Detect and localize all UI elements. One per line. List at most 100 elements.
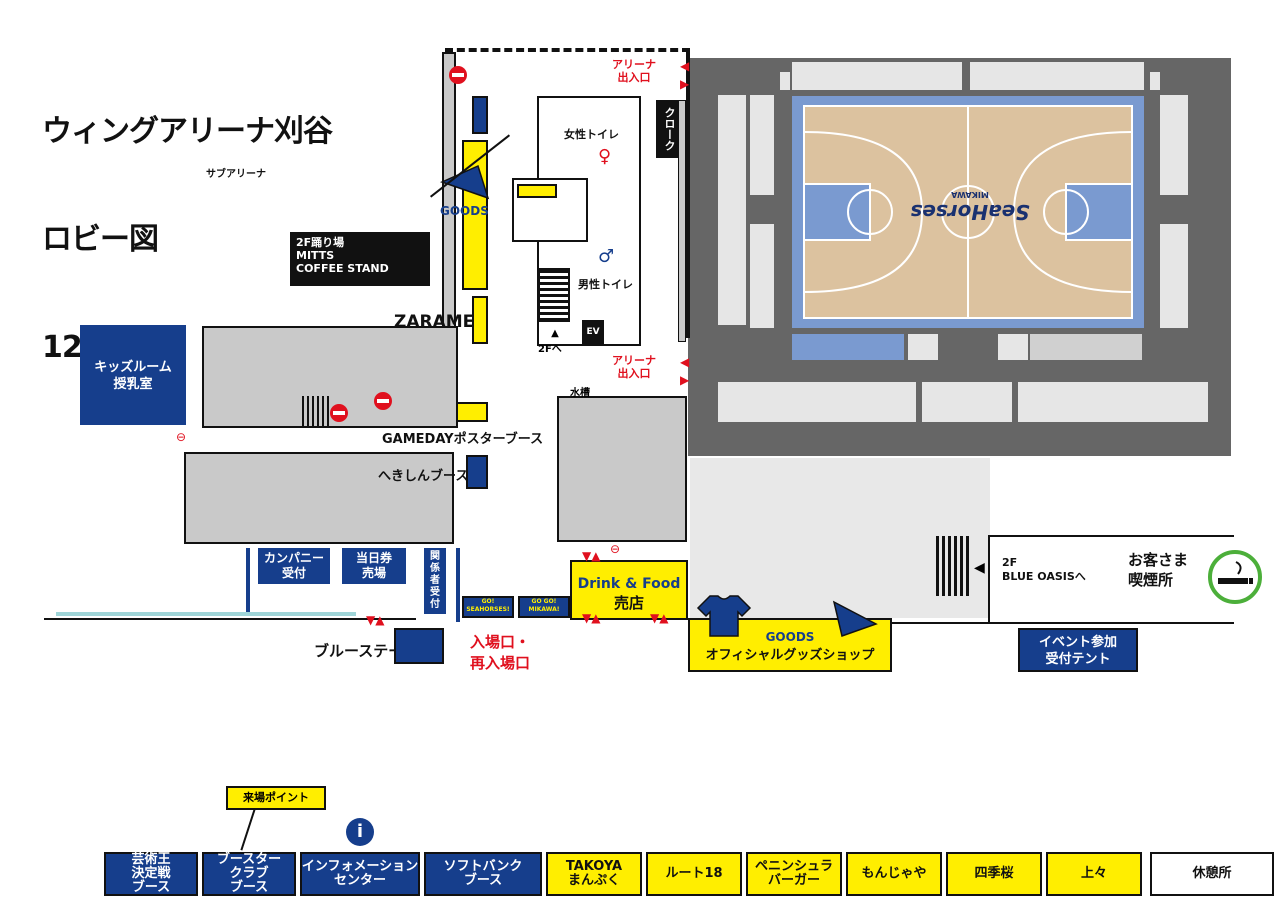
arrow-icon: ▼▲	[366, 613, 385, 627]
legend-item: 休憩所	[1150, 852, 1274, 896]
glass-wall	[56, 612, 356, 616]
booth	[472, 96, 488, 134]
drink-food-stall: Drink & Food 売店	[570, 560, 688, 620]
go-mikawa-banner: GO GO! MIKAWA!	[518, 596, 570, 618]
smoking-icon	[1208, 550, 1262, 604]
arrow-icon: ◀	[680, 59, 690, 73]
legend-item: ブースター クラブ ブース	[202, 852, 296, 896]
gameday-poster-label: GAMEDAYポスターブース	[382, 432, 544, 447]
drink-food-en: Drink & Food	[577, 576, 681, 592]
seat-block	[998, 334, 1028, 360]
no-entry-icon	[330, 404, 348, 422]
seat-block	[792, 334, 904, 360]
seat-block	[1150, 72, 1160, 90]
cloak: クローク	[656, 100, 682, 158]
goods-small-label: GOODS	[440, 204, 489, 218]
kids-room: キッズルーム 授乳室	[80, 325, 186, 425]
seat-block	[922, 382, 1012, 422]
legend-item: 四季桜	[946, 852, 1042, 896]
blue-stage-label: ブルーステージ	[314, 642, 418, 660]
seat-block	[718, 95, 746, 325]
arrow-icon: ▶	[680, 77, 690, 91]
legend-item: ペニンシュラ バーガー	[746, 852, 842, 896]
staff-reception: 関 係 者 受 付	[424, 548, 446, 614]
no-entry-icon: ⊖	[610, 542, 621, 556]
callout-line	[240, 808, 256, 851]
counter-line	[456, 548, 460, 622]
legend-item: 芸術王 決定戦 ブース	[104, 852, 198, 896]
legend-item: 上々	[1046, 852, 1142, 896]
seat-block	[908, 334, 938, 360]
seat-block	[792, 62, 962, 90]
title-line1: ウィングアリーナ刈谷	[42, 114, 333, 149]
seat-block	[750, 95, 774, 195]
goods-booth	[462, 140, 488, 290]
water-tank-label: 水槽	[570, 388, 590, 399]
hekishin-label: へきしんブース	[378, 469, 469, 484]
to-2f-label: 2Fへ	[538, 344, 562, 355]
counter-line	[246, 548, 250, 614]
legend-item: ソフトバンク ブース	[424, 852, 542, 896]
court-logo-sub: MIKAWA	[951, 190, 989, 199]
men-toilet-label: 男性トイレ	[578, 278, 633, 291]
info-icon: i	[346, 818, 374, 846]
seat-block	[1018, 382, 1208, 422]
arrow-icon: ▼▲	[582, 549, 601, 563]
legend-item: TAKOYA まんぷく	[546, 852, 642, 896]
company-reception: カンパニー 受付	[258, 548, 330, 584]
seat-block	[1160, 224, 1188, 328]
mitts-coffee-label: 2F踊り場 MITTS COFFEE STAND	[290, 232, 430, 286]
elevator: EV	[582, 320, 604, 344]
hekishin-booth	[466, 455, 488, 489]
title-line2: ロビー図	[42, 222, 159, 257]
drink-food-jp: 売店	[613, 594, 644, 612]
goods-shop-en: GOODS	[765, 630, 815, 644]
left-arrow-icon: ◀	[974, 560, 985, 576]
tshirt-icon	[696, 595, 752, 637]
woman-icon: ♀	[598, 146, 612, 167]
wall-line	[890, 622, 1234, 624]
no-entry-icon: ⊖	[176, 430, 187, 444]
corridor	[678, 100, 686, 342]
seat-block	[718, 382, 916, 422]
blue-stage	[394, 628, 444, 664]
basketball-court	[792, 96, 1144, 328]
goods-shop-jp: オフィシャルグッズショップ	[705, 648, 875, 663]
seat-block	[750, 224, 774, 328]
legend-bar: 芸術王 決定戦 ブース ブースター クラブ ブース インフォメーション センター…	[104, 852, 1276, 896]
arena-entrance-mid: アリーナ 出入口	[612, 354, 656, 380]
wall-line	[990, 535, 1234, 537]
man-icon: ♂	[598, 246, 615, 267]
entrance-label: 入場口・ 再入場口	[470, 633, 531, 672]
same-day-ticket: 当日券 売場	[342, 548, 406, 584]
arena-entrance-top: アリーナ 出入口	[612, 58, 656, 84]
coffee-stand	[517, 184, 557, 198]
gameday-poster-booth	[456, 402, 488, 422]
no-entry-icon	[374, 392, 392, 410]
water-tank-room	[557, 396, 687, 542]
arrow-icon: ◀	[680, 355, 690, 369]
seat-block	[970, 62, 1144, 90]
arrow-icon: ▼▲	[650, 611, 669, 625]
stairs	[538, 268, 570, 322]
arrow-icon: ▶	[680, 373, 690, 387]
callout-label: 来場ポイント	[226, 786, 326, 810]
stairs	[936, 536, 972, 596]
seat-block	[1160, 95, 1188, 195]
event-tent: イベント参加 受付テント	[1018, 628, 1138, 672]
wall-line	[686, 48, 690, 338]
legend-item: もんじゃや	[846, 852, 942, 896]
stairs	[302, 396, 332, 426]
seat-block	[780, 72, 790, 90]
up-arrow-icon: ▲	[551, 328, 559, 339]
blue-oasis-label: 2F BLUE OASISへ	[1002, 556, 1086, 583]
arrow-icon: ▼▲	[582, 611, 601, 625]
sub-arena-label: サブアリーナ	[206, 169, 266, 180]
wall-line	[44, 618, 416, 620]
wall-line	[988, 535, 990, 623]
go-seahorses-banner: GO! SEAHORSES!	[462, 596, 514, 618]
booth	[472, 296, 488, 344]
no-entry-icon	[449, 66, 467, 84]
seat-block	[1030, 334, 1142, 360]
legend-item: ルート18	[646, 852, 742, 896]
